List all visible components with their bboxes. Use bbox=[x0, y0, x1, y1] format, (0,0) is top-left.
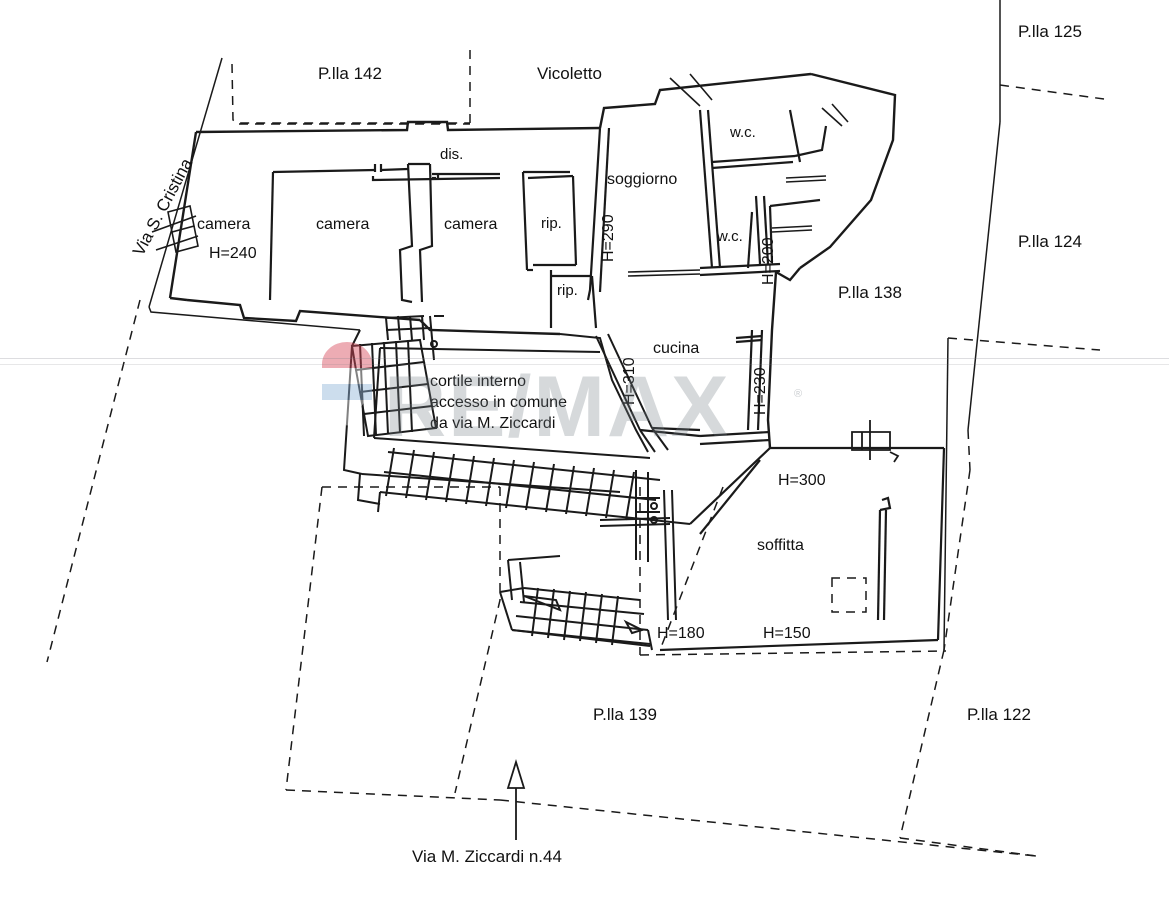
room-label-soggiorno: soggiorno bbox=[607, 171, 678, 188]
room-label-wc-1: w.c. bbox=[730, 124, 756, 141]
bottom-street-caption: Via M. Ziccardi n.44 bbox=[412, 847, 562, 866]
height-label-200: H=200 bbox=[760, 237, 777, 285]
room-label-rip-1: rip. bbox=[541, 215, 562, 232]
parcel-label-124: P.lla 124 bbox=[1018, 232, 1082, 251]
cadastral-boundary bbox=[46, 50, 1105, 857]
room-label-wc-2: w.c. bbox=[717, 228, 743, 245]
parcel-label-142: P.lla 142 bbox=[318, 64, 382, 83]
soffitta-door bbox=[851, 420, 900, 463]
soffitta-walls bbox=[659, 446, 946, 652]
height-label-230: H=230 bbox=[752, 367, 769, 415]
street-label-vicoletto: Vicoletto bbox=[537, 64, 602, 83]
height-label-290: H=290 bbox=[600, 214, 617, 262]
courtyard-note-line-3: da via M. Ziccardi bbox=[430, 415, 556, 432]
parcel-label-125: P.lla 125 bbox=[1018, 22, 1082, 41]
lot-outline bbox=[148, 0, 1001, 651]
room-label-soffitta: soffitta bbox=[757, 537, 804, 554]
courtyard-note-line-1: cortile interno bbox=[430, 373, 527, 390]
north-arrow bbox=[506, 758, 526, 840]
cucina-walls bbox=[639, 329, 771, 446]
window-ticks bbox=[151, 73, 849, 277]
room-label-dis: dis. bbox=[440, 146, 464, 163]
courtyard-note-line-2: accesso in comune bbox=[430, 394, 567, 411]
interior-walls bbox=[268, 109, 828, 329]
room-label-camera-3: camera bbox=[444, 216, 498, 233]
height-label-240: H=240 bbox=[209, 245, 257, 262]
courtyard-and-stairs bbox=[342, 315, 691, 525]
room-label-camera-1: camera bbox=[197, 216, 251, 233]
parcel-label-138: P.lla 138 bbox=[838, 283, 902, 302]
room-label-cucina: cucina bbox=[653, 340, 700, 357]
height-label-150: H=150 bbox=[763, 625, 811, 642]
parcel-label-122: P.lla 122 bbox=[967, 705, 1031, 724]
stairwell-lower bbox=[499, 470, 677, 651]
height-label-180: H=180 bbox=[657, 625, 705, 642]
scan-line-lower bbox=[0, 364, 1169, 365]
room-label-rip-2: rip. bbox=[557, 282, 578, 299]
scan-line-upper bbox=[0, 358, 1169, 359]
height-label-300: H=300 bbox=[778, 472, 826, 489]
parcel-label-139: P.lla 139 bbox=[593, 705, 657, 724]
room-label-camera-2: camera bbox=[316, 216, 370, 233]
